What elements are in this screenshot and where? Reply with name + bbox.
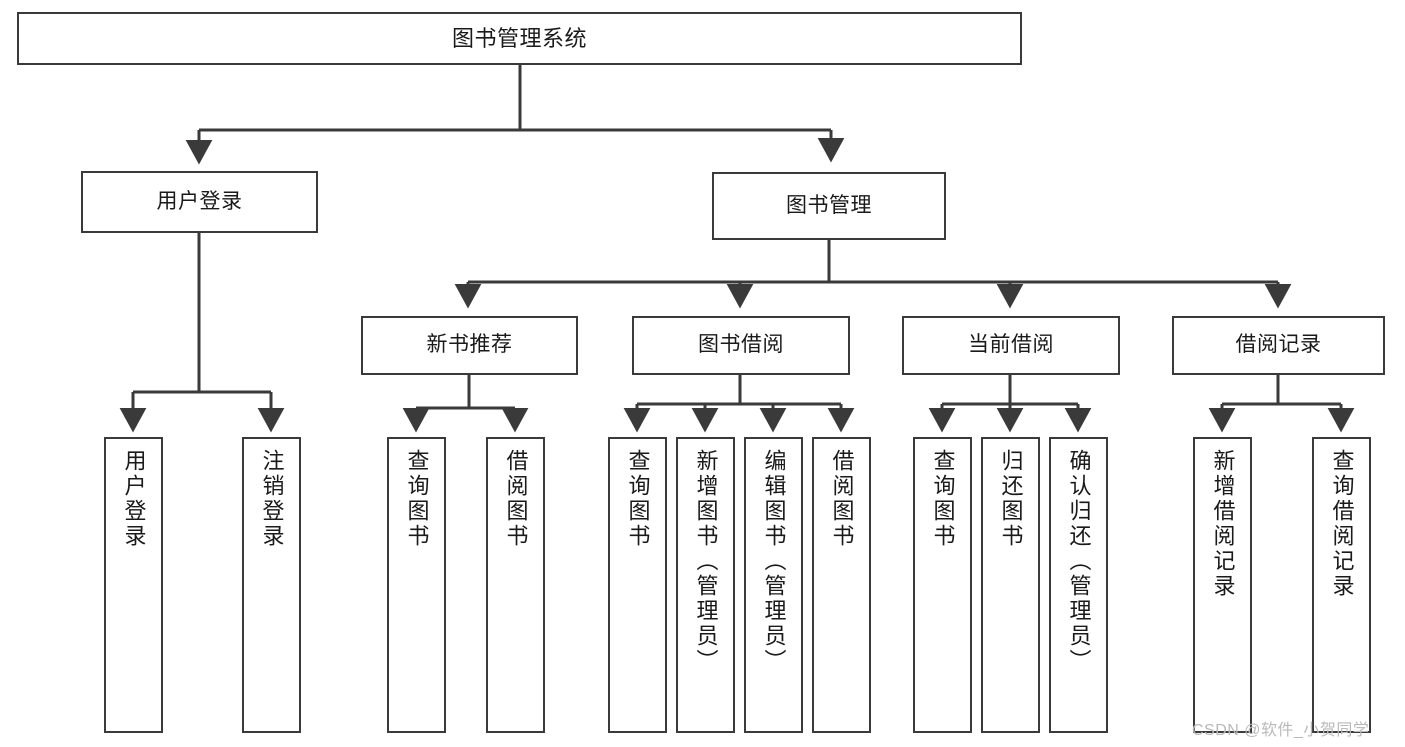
node-root-system[interactable]: 图书管理系统	[17, 12, 1022, 65]
leaf-borrow-book-2[interactable]: 借阅图书	[812, 437, 871, 733]
node-borrow-record[interactable]: 借阅记录	[1172, 316, 1385, 375]
leaf-query-book-3[interactable]: 查询图书	[913, 437, 972, 733]
node-label: 查询图书	[625, 449, 651, 549]
node-new-book-recommend[interactable]: 新书推荐	[361, 316, 578, 375]
leaf-query-borrow-record[interactable]: 查询借阅记录	[1312, 437, 1371, 733]
node-label: 借阅记录	[1235, 333, 1322, 357]
node-label: 新增图书（管理员）	[693, 449, 719, 674]
node-label: 当前借阅	[968, 333, 1054, 357]
node-label: 图书借阅	[698, 333, 784, 357]
node-label: 归还图书	[998, 449, 1024, 549]
leaf-add-book[interactable]: 新增图书（管理员）	[676, 437, 735, 733]
node-label: 注销登录	[259, 449, 285, 549]
node-label: 编辑图书（管理员）	[761, 449, 787, 674]
node-label: 图书管理	[786, 193, 872, 217]
node-user-login[interactable]: 用户登录	[81, 171, 318, 233]
leaf-borrow-book-1[interactable]: 借阅图书	[486, 437, 545, 733]
csdn-watermark: CSDN @软件_小贺同学	[1192, 722, 1370, 739]
node-label: 查询图书	[930, 449, 956, 549]
node-book-management[interactable]: 图书管理	[712, 172, 946, 240]
leaf-query-book-1[interactable]: 查询图书	[387, 437, 446, 733]
node-label: 新增借阅记录	[1210, 449, 1236, 599]
node-label: 确认归还（管理员）	[1066, 449, 1092, 674]
node-label: 用户登录	[121, 449, 147, 549]
node-current-borrow[interactable]: 当前借阅	[902, 316, 1120, 375]
leaf-edit-book[interactable]: 编辑图书（管理员）	[744, 437, 803, 733]
leaf-user-login[interactable]: 用户登录	[104, 437, 163, 733]
node-book-borrow[interactable]: 图书借阅	[632, 316, 850, 375]
node-label: 新书推荐	[426, 333, 513, 357]
leaf-return-book[interactable]: 归还图书	[981, 437, 1040, 733]
node-label: 用户登录	[156, 189, 243, 213]
leaf-add-borrow-record[interactable]: 新增借阅记录	[1193, 437, 1252, 733]
node-label: 查询借阅记录	[1329, 449, 1355, 599]
node-label: 借阅图书	[503, 449, 529, 549]
leaf-query-book-2[interactable]: 查询图书	[608, 437, 667, 733]
node-label: 图书管理系统	[451, 25, 587, 51]
leaf-confirm-return[interactable]: 确认归还（管理员）	[1049, 437, 1108, 733]
leaf-logout[interactable]: 注销登录	[242, 437, 301, 733]
node-label: 查询图书	[404, 449, 430, 549]
node-label: 借阅图书	[829, 449, 855, 549]
